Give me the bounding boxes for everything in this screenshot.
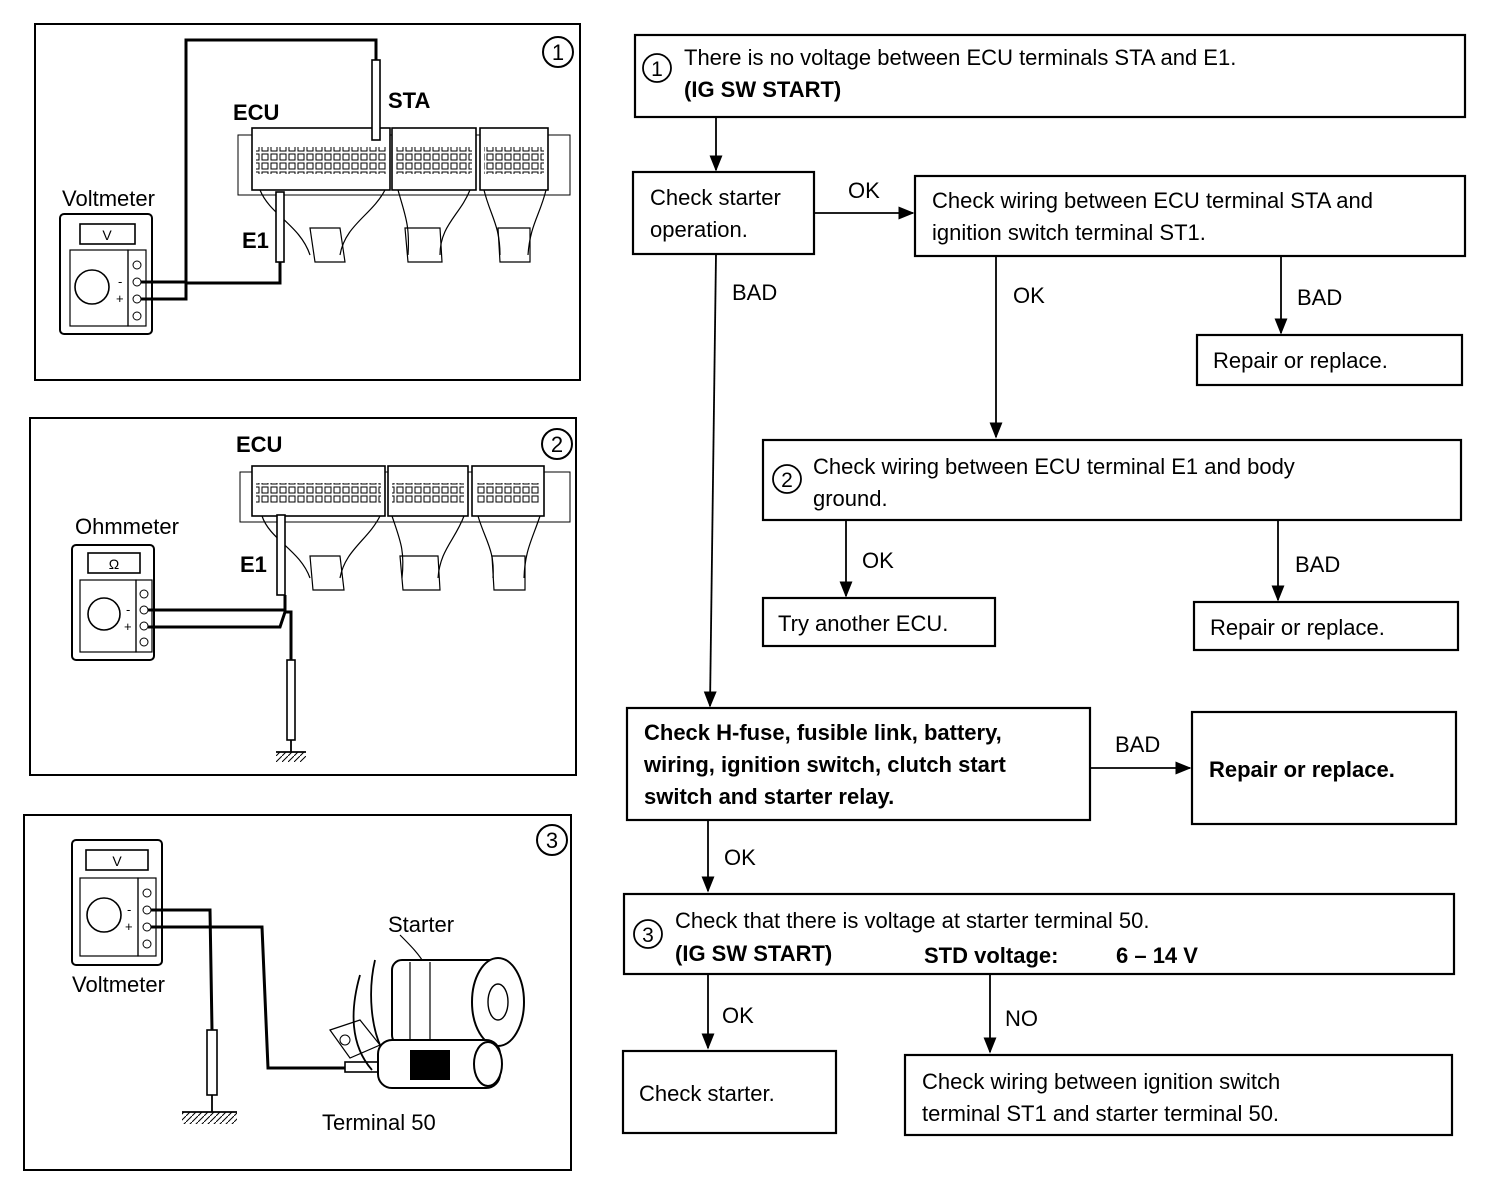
svg-text:(IG SW START): (IG SW START): [684, 77, 841, 102]
flowchart: 1 There is no voltage between ECU termin…: [621, 33, 1467, 1137]
voltmeter-label: Voltmeter: [62, 186, 155, 211]
std-voltage-value: 6 – 14 V: [1116, 943, 1198, 968]
flow-box-repair-or-replace: Repair or replace.: [1192, 600, 1460, 652]
flow-box-check-wiring-e1: 2 Check wiring between ECU terminal E1 a…: [761, 438, 1463, 522]
step-marker-3: 3: [536, 824, 568, 856]
flow-box-repair-or-replace: Repair or replace.: [1190, 710, 1458, 826]
terminal-50-label: Terminal 50: [322, 1110, 436, 1135]
svg-text:+: +: [124, 619, 132, 634]
svg-text:terminal ST1 and starter termi: terminal ST1 and starter terminal 50.: [922, 1101, 1279, 1126]
flow-box-check-h-fuse: Check H-fuse, fusible link, battery, wir…: [625, 706, 1092, 822]
svg-text:Repair or replace.: Repair or replace.: [1213, 348, 1388, 373]
sta-probe: [371, 59, 381, 141]
illustration-panel-3: 3 V - + Voltmeter Starter Terminal 50: [23, 814, 572, 1171]
svg-text:Try another ECU.: Try another ECU.: [778, 611, 948, 636]
ecu-connector: [239, 465, 571, 591]
illustration-panel-2: 2 ECU E1 Ω: [29, 417, 577, 776]
svg-text:+: +: [125, 919, 133, 934]
flow-box-try-another-ecu: Try another ECU.: [761, 596, 997, 648]
label-ok: OK: [1013, 283, 1045, 308]
flow-box-check-terminal-50-voltage: 3 Check that there is voltage at starter…: [622, 892, 1456, 976]
svg-text:wiring, ignition switch, clutc: wiring, ignition switch, clutch start: [643, 752, 1006, 777]
svg-text:+: +: [116, 291, 124, 306]
ecu-label: ECU: [236, 432, 282, 457]
meter-face: V: [102, 227, 112, 243]
sta-label: STA: [388, 88, 430, 113]
label-bad: BAD: [732, 280, 777, 305]
e1-wire: [141, 262, 282, 301]
ground-symbol: [276, 752, 306, 762]
sta-wire: [141, 38, 378, 284]
label-bad: BAD: [1297, 285, 1342, 310]
flow-box-check-wiring-sta: Check wiring between ECU terminal STA an…: [913, 174, 1467, 258]
svg-text:-: -: [126, 602, 130, 617]
label-ok: OK: [848, 178, 880, 203]
svg-text:switch and starter relay.: switch and starter relay.: [644, 784, 894, 809]
e1-label: E1: [240, 552, 267, 577]
ground-wire: [151, 908, 214, 1031]
voltmeter: V - +: [71, 839, 163, 966]
svg-text:3: 3: [546, 828, 558, 853]
svg-text:-: -: [118, 274, 122, 289]
starter-label: Starter: [388, 912, 454, 937]
svg-text:Check wiring between ECU termi: Check wiring between ECU terminal E1 and…: [813, 454, 1295, 479]
flow-box-check-wiring-st1: Check wiring between ignition switch ter…: [903, 1053, 1454, 1137]
e1-probe: [276, 514, 286, 596]
svg-text:Check wiring between ignition: Check wiring between ignition switch: [922, 1069, 1280, 1094]
svg-text:2: 2: [781, 469, 793, 492]
svg-text:Check that there is voltage at: Check that there is voltage at starter t…: [675, 908, 1149, 933]
svg-text:1: 1: [651, 58, 663, 81]
ground-wire: [148, 610, 293, 660]
svg-text:Repair or replace.: Repair or replace.: [1210, 615, 1385, 640]
svg-text:2: 2: [551, 432, 563, 457]
svg-text:There is no voltage between EC: There is no voltage between ECU terminal…: [684, 45, 1236, 70]
ecu-label: ECU: [233, 100, 279, 125]
svg-text:(IG SW START): (IG SW START): [675, 941, 832, 966]
meter-face: Ω: [109, 556, 119, 572]
step-marker-1: 1: [542, 36, 574, 68]
svg-text:ignition switch terminal ST1.: ignition switch terminal ST1.: [932, 220, 1206, 245]
ground-probe: [286, 659, 296, 741]
svg-text:Repair or replace.: Repair or replace.: [1209, 757, 1395, 782]
voltmeter-label: Voltmeter: [72, 972, 165, 997]
label-ok: OK: [722, 1003, 754, 1028]
ohmmeter: Ω - +: [71, 544, 155, 661]
step-marker-2: 2: [541, 428, 573, 460]
svg-text:3: 3: [642, 924, 654, 947]
meter-face: V: [112, 853, 122, 869]
label-ok: OK: [862, 548, 894, 573]
e1-probe: [275, 191, 285, 263]
label-ok: OK: [724, 845, 756, 870]
svg-text:ground.: ground.: [813, 486, 888, 511]
flow-box-repair-or-replace: Repair or replace.: [1195, 333, 1464, 387]
flow-box-check-starter-operation: Check starter operation.: [631, 170, 816, 256]
ohmmeter-label: Ohmmeter: [75, 514, 179, 539]
svg-text:operation.: operation.: [650, 217, 748, 242]
terminal-50-wire: [151, 925, 345, 1070]
flow-box-no-voltage: 1 There is no voltage between ECU termin…: [633, 33, 1467, 119]
e1-wire: [148, 595, 287, 612]
e1-label: E1: [242, 228, 269, 253]
ecu-connector: [237, 127, 571, 263]
illustration-panel-1: 1 ECU STA E1: [34, 23, 581, 381]
std-voltage-label: STD voltage:: [924, 943, 1058, 968]
svg-text:Check starter: Check starter: [650, 185, 781, 210]
voltmeter: V - +: [59, 213, 153, 335]
flow-box-check-starter: Check starter.: [621, 1049, 838, 1135]
svg-text:Check wiring between ECU termi: Check wiring between ECU terminal STA an…: [932, 188, 1373, 213]
ground-symbol: [182, 1112, 237, 1124]
svg-text:-: -: [127, 902, 131, 917]
label-no: NO: [1005, 1006, 1038, 1031]
label-bad: BAD: [1115, 732, 1160, 757]
label-bad: BAD: [1295, 552, 1340, 577]
svg-text:1: 1: [552, 40, 564, 65]
svg-text:Check H-fuse, fusible link, ba: Check H-fuse, fusible link, battery,: [644, 720, 1002, 745]
svg-text:Check starter.: Check starter.: [639, 1081, 775, 1106]
starter-motor: [329, 934, 525, 1089]
